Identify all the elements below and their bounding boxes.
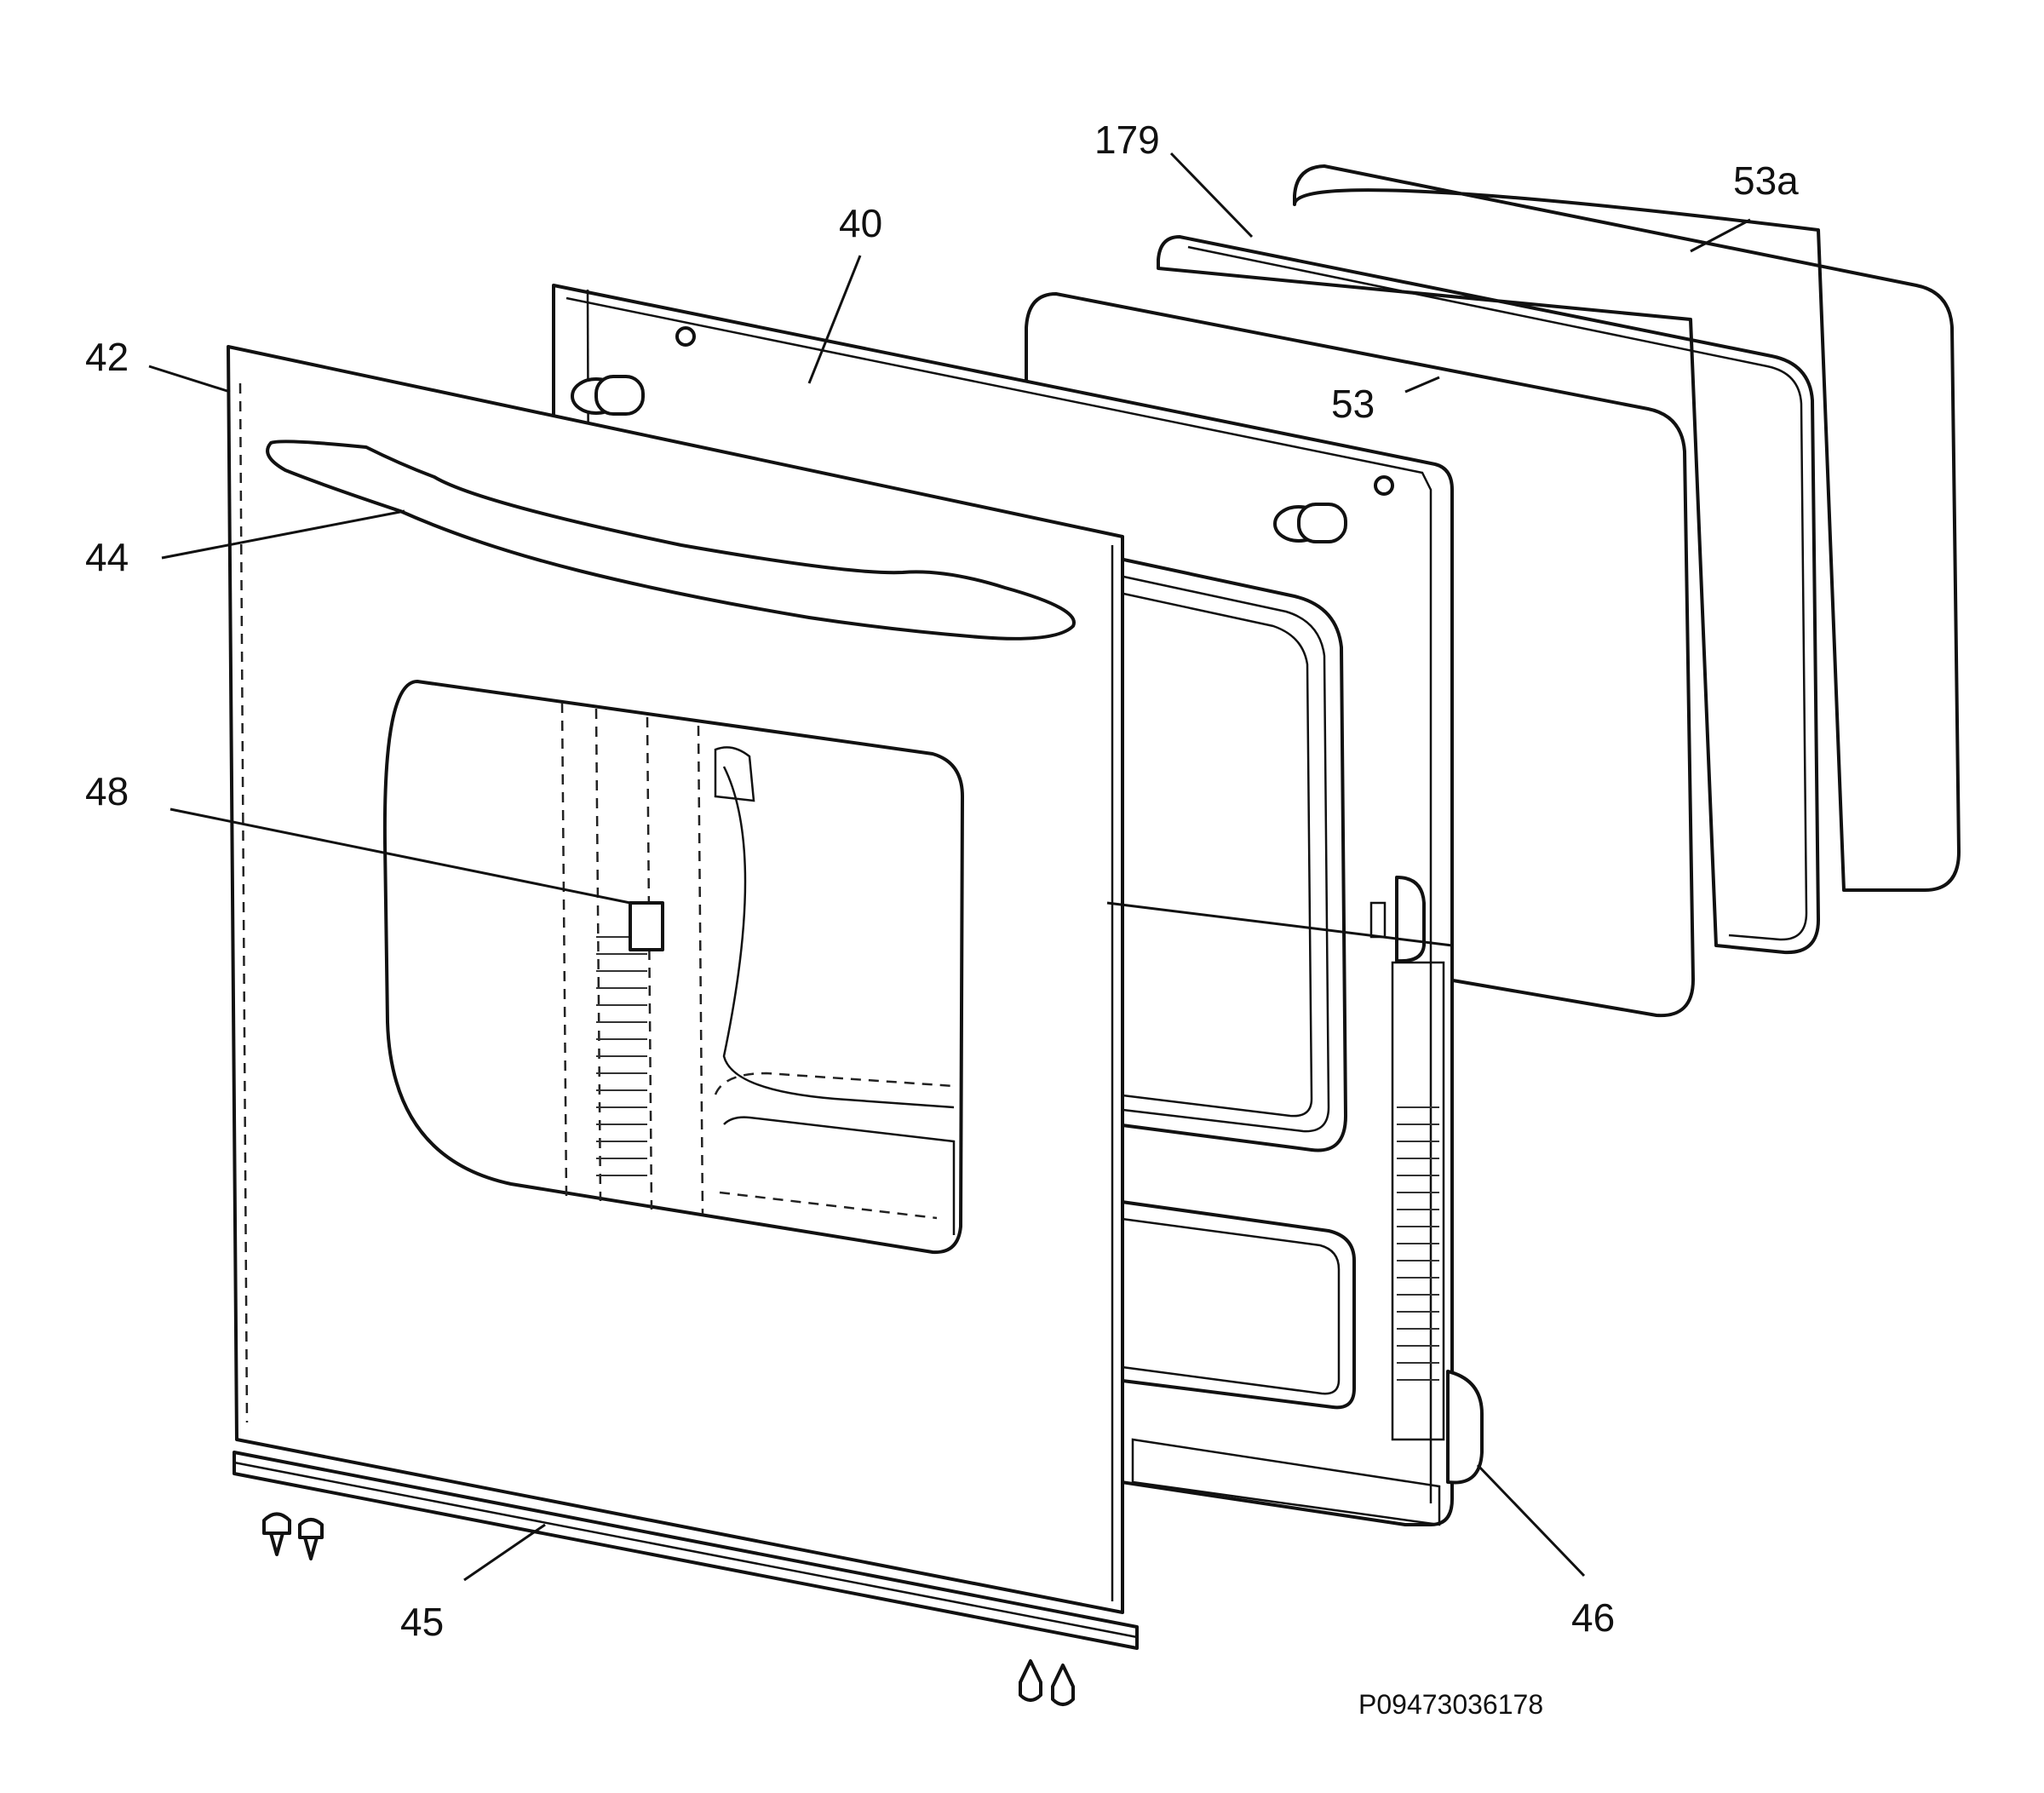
screw-icon: [1051, 1664, 1075, 1706]
outer-door-glass-42: [227, 345, 1124, 1614]
callout-44: 44: [85, 535, 129, 579]
callout-40: 40: [839, 201, 882, 245]
screw-icon: [298, 1518, 324, 1560]
callout-45: 45: [400, 1600, 444, 1644]
glass-frame-179: [1157, 235, 1820, 955]
callout-42: 42: [85, 335, 129, 379]
door-handle-44: [266, 440, 1076, 641]
hinge-pin-left-body: [594, 375, 645, 416]
screw-icon: [262, 1512, 291, 1556]
callout-48: 48: [85, 769, 129, 813]
screw-group-left: [262, 1512, 324, 1560]
middle-glass-panel-53: [1025, 292, 1695, 1018]
callout-53a: 53a: [1733, 158, 1799, 203]
viewing-window-48: [382, 680, 964, 1255]
callout-179: 179: [1094, 118, 1160, 162]
door-clip-46: [1446, 1370, 1484, 1485]
drawing-code: P09473036178: [1358, 1689, 1543, 1720]
screw-icon: [1019, 1659, 1042, 1702]
leader-lines: [148, 152, 1751, 1582]
hinge-pin-right-body: [1297, 503, 1347, 543]
callout-53: 53: [1331, 382, 1375, 426]
callout-46: 46: [1571, 1595, 1615, 1640]
rear-glass-panel-53a: [1293, 164, 1961, 892]
screw-group-right: [1019, 1659, 1075, 1706]
bottom-trim-strip-45: [233, 1451, 1139, 1650]
